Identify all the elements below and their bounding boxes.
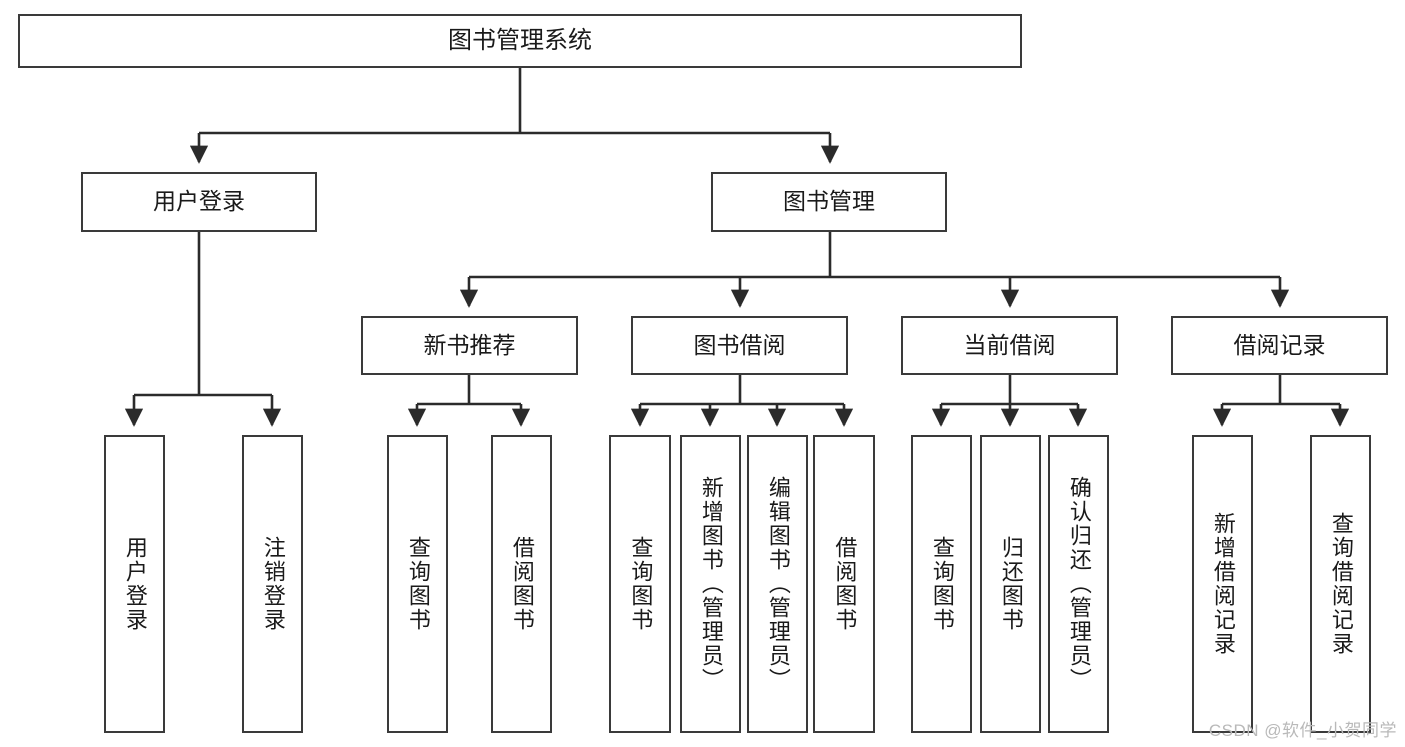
watermark-text: CSDN @软件_小贺同学 (1208, 721, 1397, 740)
node-label: 新书推荐 (423, 331, 516, 358)
leaf-borrow-borrow-book[interactable]: 借阅图书 (813, 435, 875, 733)
node-label: 查询图书 (628, 536, 654, 632)
leaf-current-query-book[interactable]: 查询图书 (911, 435, 972, 733)
node-label: 查询图书 (929, 536, 955, 632)
leaf-recommend-borrow-book[interactable]: 借阅图书 (491, 435, 552, 733)
node-current-borrow[interactable]: 当前借阅 (901, 316, 1118, 375)
node-label: 借阅图书 (832, 536, 858, 632)
leaf-current-confirm-return-admin[interactable]: 确认归还（管理员） (1048, 435, 1109, 733)
leaf-borrow-add-book-admin[interactable]: 新增图书（管理员） (680, 435, 741, 733)
node-label: 归还图书 (998, 536, 1024, 632)
node-user-login[interactable]: 用户登录 (81, 172, 317, 232)
leaf-recommend-query-book[interactable]: 查询图书 (387, 435, 448, 733)
node-label: 借阅图书 (509, 536, 535, 632)
node-root-system[interactable]: 图书管理系统 (18, 14, 1022, 68)
node-label: 注销登录 (260, 536, 286, 632)
node-label: 新增图书（管理员） (698, 476, 724, 692)
node-borrow-record[interactable]: 借阅记录 (1171, 316, 1388, 375)
leaf-user-login-signin[interactable]: 用户登录 (104, 435, 165, 733)
node-label: 查询图书 (405, 536, 431, 632)
node-label: 用户登录 (153, 188, 245, 215)
leaf-record-add-record[interactable]: 新增借阅记录 (1192, 435, 1253, 733)
leaf-record-query-record[interactable]: 查询借阅记录 (1310, 435, 1371, 733)
node-label: 确认归还（管理员） (1066, 476, 1092, 692)
leaf-borrow-edit-book-admin[interactable]: 编辑图书（管理员） (747, 435, 808, 733)
leaf-current-return-book[interactable]: 归还图书 (980, 435, 1041, 733)
leaf-borrow-query-book[interactable]: 查询图书 (609, 435, 671, 733)
node-label: 当前借阅 (963, 331, 1056, 358)
node-label: 图书管理 (783, 188, 875, 215)
node-label: 查询借阅记录 (1328, 512, 1354, 656)
node-label: 用户登录 (122, 536, 148, 632)
node-book-management[interactable]: 图书管理 (711, 172, 947, 232)
node-label: 编辑图书（管理员） (765, 476, 791, 692)
node-new-book-recommend[interactable]: 新书推荐 (361, 316, 578, 375)
node-book-borrow[interactable]: 图书借阅 (631, 316, 848, 375)
node-label: 借阅记录 (1233, 331, 1326, 358)
node-label: 新增借阅记录 (1210, 512, 1236, 656)
node-label: 图书管理系统 (448, 26, 592, 54)
leaf-user-login-signout[interactable]: 注销登录 (242, 435, 303, 733)
node-label: 图书借阅 (693, 331, 786, 358)
